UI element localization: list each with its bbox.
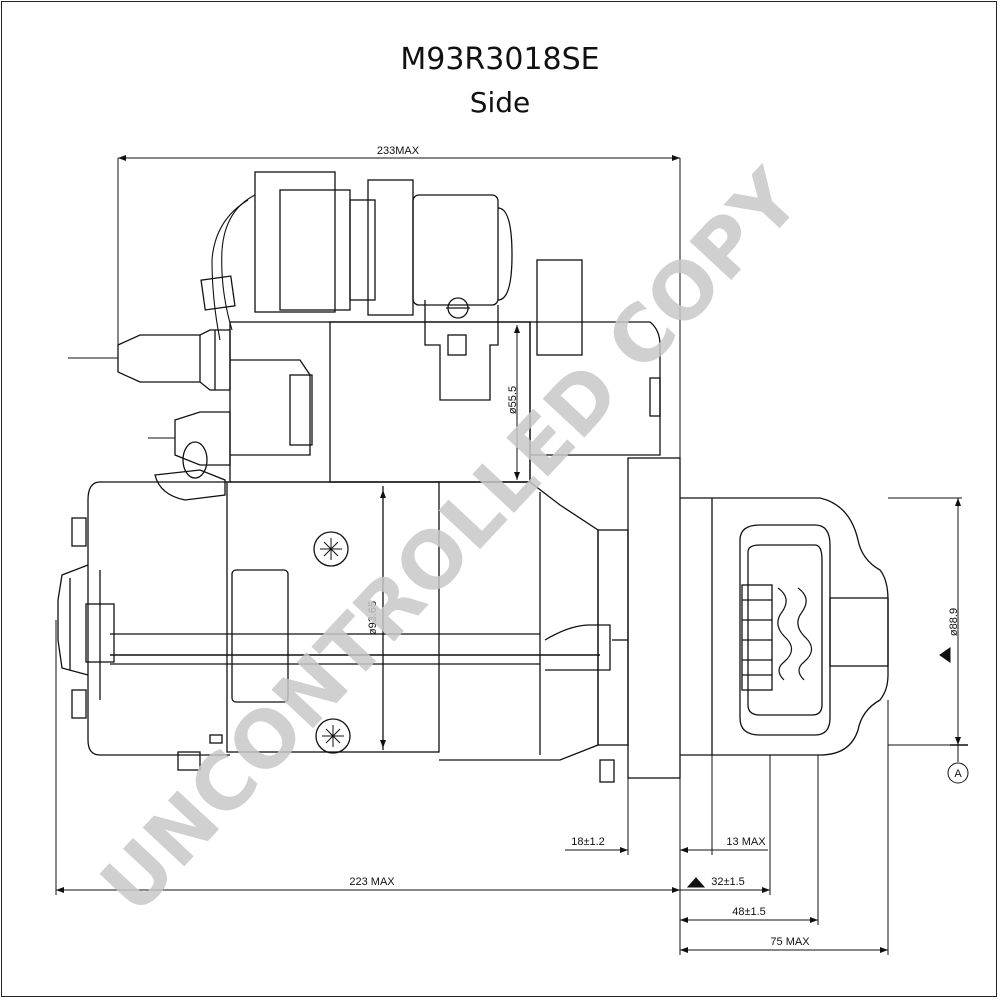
pinion-assembly	[680, 497, 889, 756]
dim-overall-width: 233MAX	[377, 145, 420, 157]
dim-pinion-protrusion: 13 MAX	[726, 836, 766, 848]
dim-pinion-32: 32±1.5	[711, 876, 745, 888]
dim-pinion-48: 48±1.5	[732, 906, 766, 918]
starter-outline	[57, 171, 889, 783]
dimension-labels: 233MAX ø55.5 ø93.65 ø88.9 18±1.2 13 MAX …	[349, 145, 962, 948]
dim-flange-to-pinion: 18±1.2	[571, 836, 605, 848]
solenoid	[229, 259, 661, 483]
end-cap	[57, 481, 230, 771]
drawing-title: M93R3018SE	[400, 42, 600, 77]
dimension-lines	[55, 155, 969, 955]
dim-solenoid-diameter: ø55.5	[507, 386, 519, 414]
drawing-view-label: Side	[469, 86, 531, 119]
dim-body-diameter: ø93.65	[367, 601, 379, 635]
datum-label: A	[954, 768, 962, 780]
dim-body-length: 223 MAX	[349, 876, 395, 888]
dim-nose-length: 75 MAX	[770, 936, 810, 948]
watermark: UNCONTROLLED COPY	[84, 153, 818, 931]
connector-harness	[117, 171, 513, 501]
dim-pinion-diameter: ø88.9	[948, 608, 960, 636]
datum-bubble	[947, 762, 969, 784]
